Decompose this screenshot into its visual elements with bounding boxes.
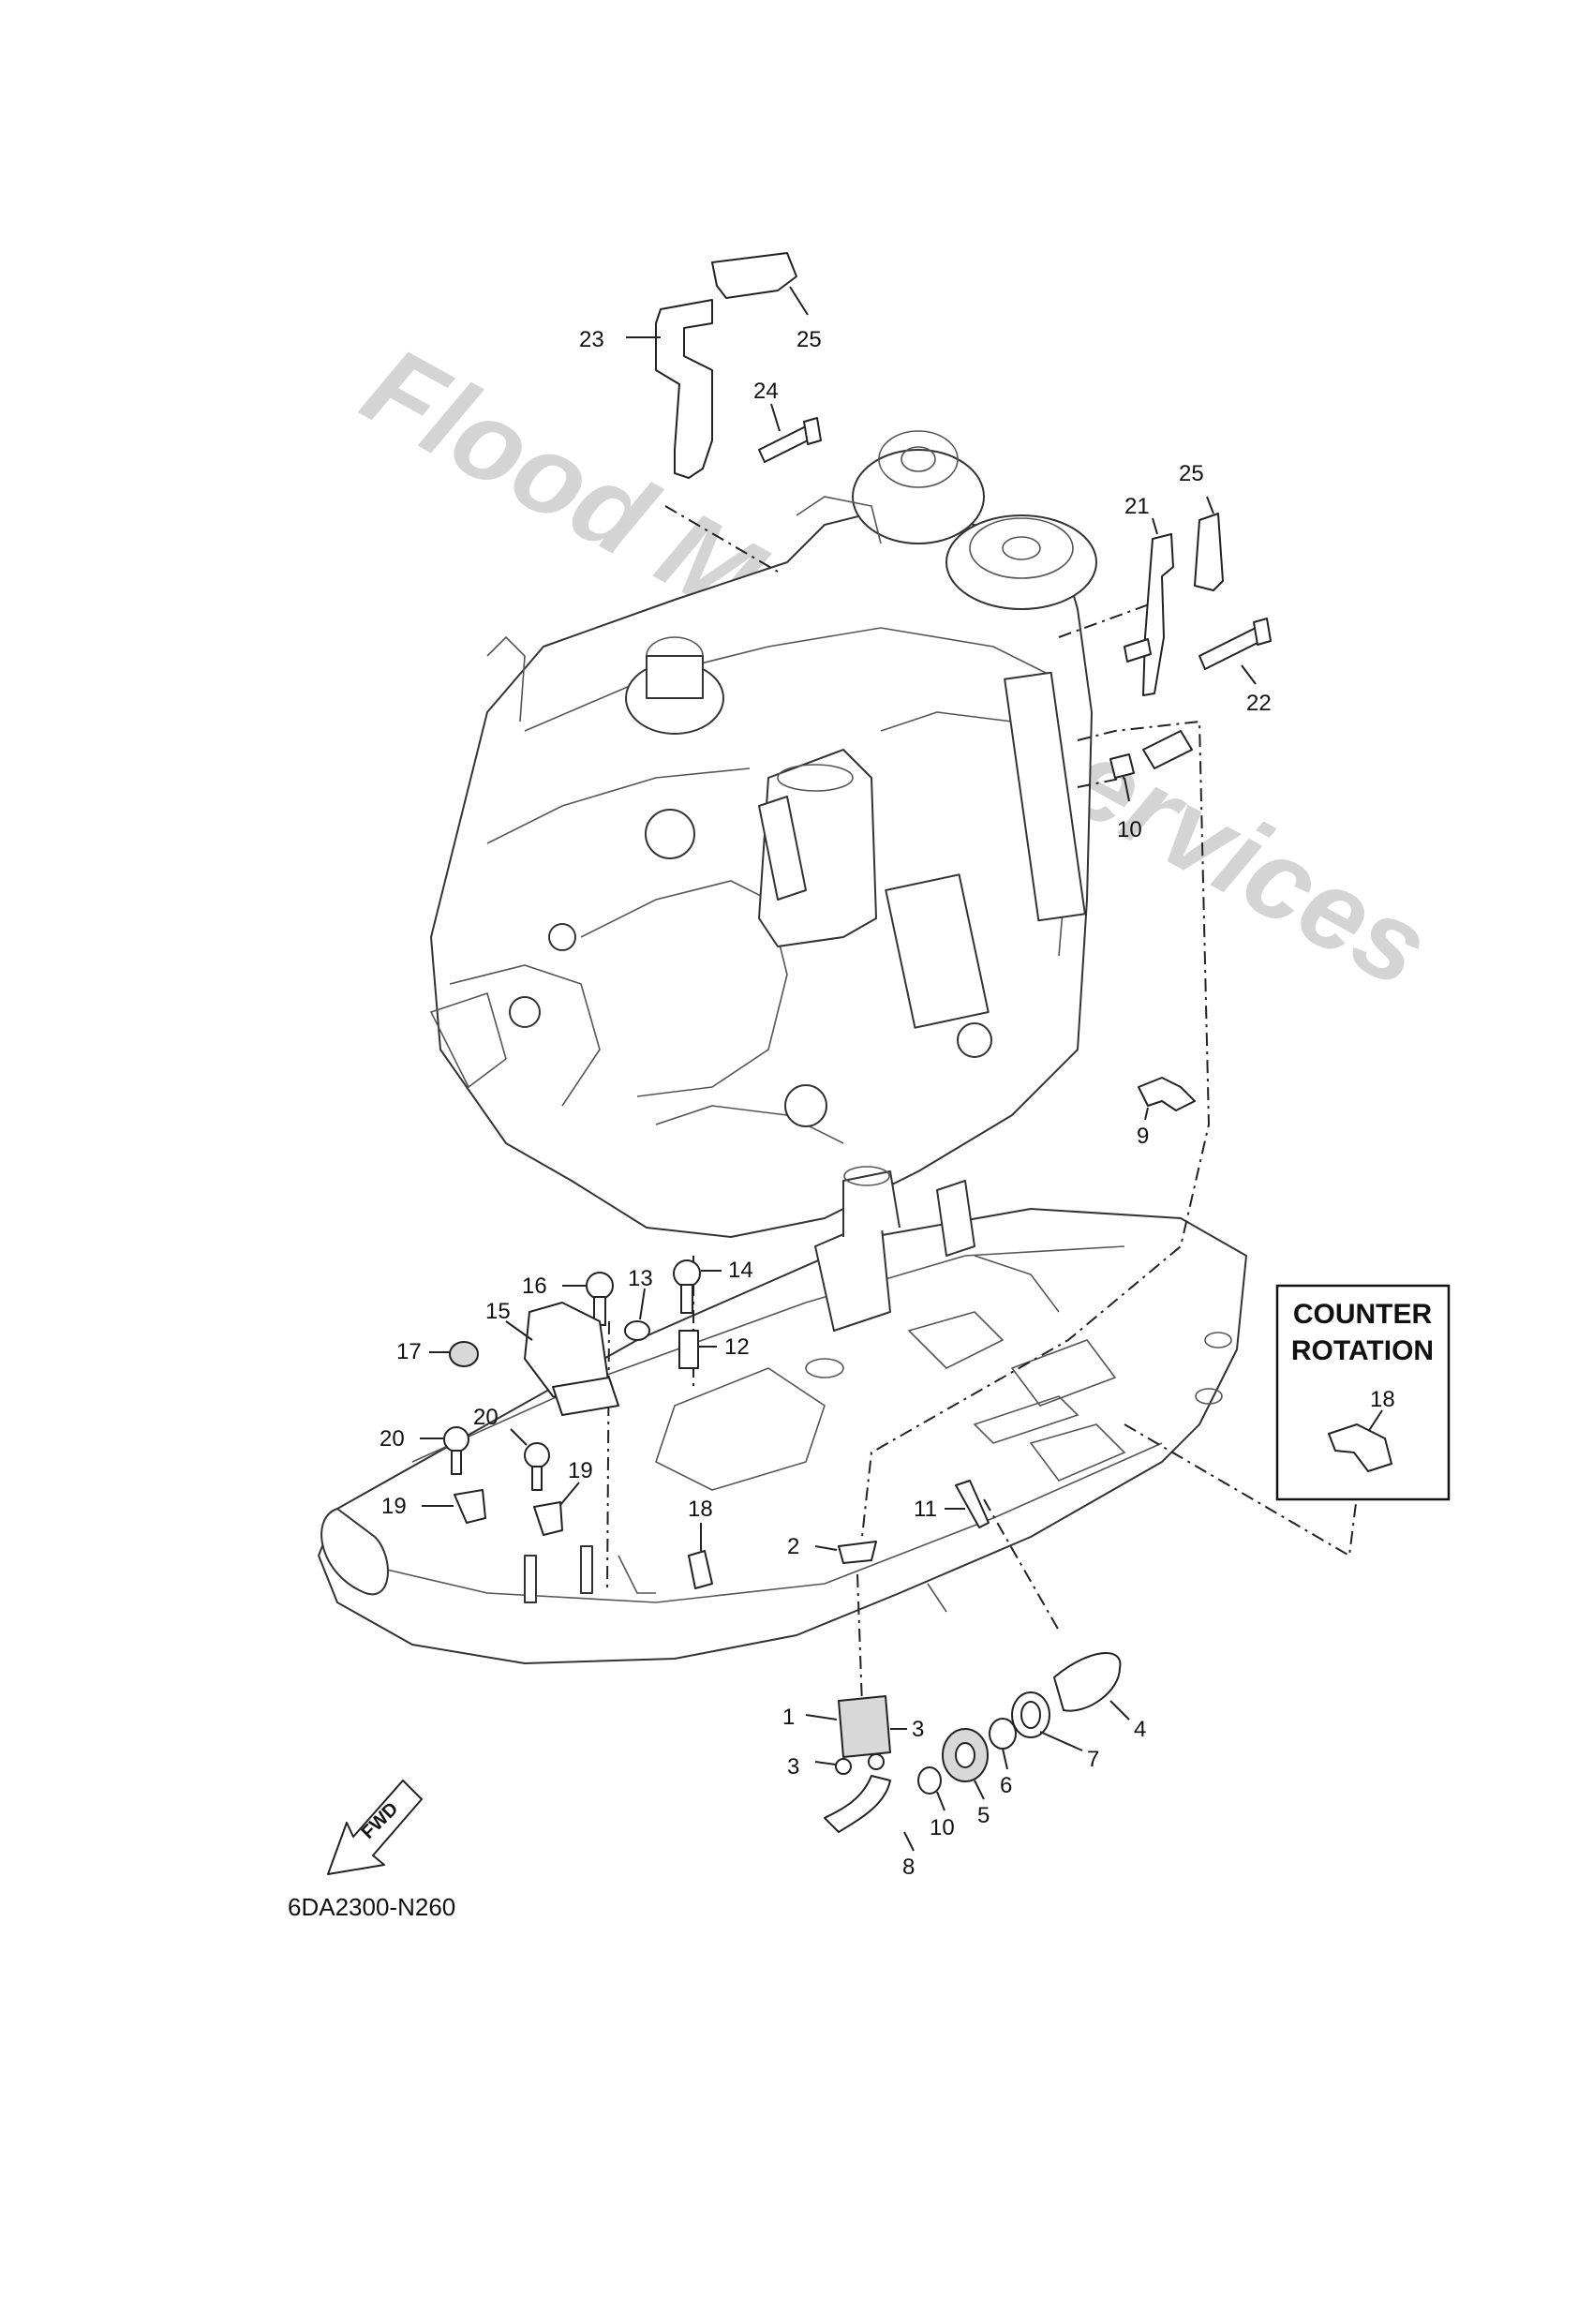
grommet-part-18: [688, 1550, 713, 1589]
callout-15: 15: [485, 1299, 511, 1324]
callout-6: 6: [1000, 1773, 1012, 1798]
grommet-part-13: [624, 1320, 650, 1341]
bracket-part-23: [655, 299, 713, 479]
flywheel: [945, 514, 1097, 610]
screw-part-11: [955, 1480, 990, 1528]
callout-20-right: 20: [473, 1405, 499, 1430]
bolt-part-16: [586, 1272, 614, 1300]
diagram-code: 6DA2300-N260: [288, 1893, 455, 1921]
callout-11: 11: [914, 1497, 937, 1522]
callout-2: 2: [787, 1534, 799, 1559]
callout-22: 22: [1246, 691, 1272, 716]
callout-18: 18: [688, 1497, 713, 1522]
collar-part-12: [678, 1330, 699, 1369]
clip-part-19-left: [454, 1489, 486, 1524]
callout-12: 12: [724, 1334, 750, 1360]
grommet-part-2: [838, 1541, 877, 1564]
bracket-part-21: [1142, 533, 1174, 696]
callout-10-lower: 10: [930, 1815, 955, 1840]
clip-part-10-lower: [917, 1766, 942, 1795]
callout-13: 13: [628, 1266, 653, 1291]
callout-1: 1: [782, 1705, 795, 1730]
cover-part-25-top: [711, 252, 797, 299]
bolt-part-20-left: [443, 1426, 469, 1452]
callout-17: 17: [396, 1339, 422, 1364]
callout-19-right: 19: [568, 1458, 593, 1483]
bolt-part-14: [673, 1259, 701, 1288]
fwd-arrow: FWD: [327, 1780, 423, 1875]
counter-rotation-box: COUNTER ROTATION 18: [1275, 1284, 1451, 1501]
callout-7: 7: [1087, 1747, 1099, 1772]
callout-3-left: 3: [787, 1754, 799, 1780]
clip-part-3-b: [835, 1758, 852, 1775]
counter-rotation-grommet: [1328, 1423, 1392, 1472]
hose-part-8: [824, 1775, 891, 1833]
callout-4: 4: [1134, 1717, 1146, 1742]
counter-rotation-line1: COUNTER: [1293, 1299, 1433, 1330]
clip-part-19-right: [533, 1501, 563, 1536]
pulley-top: [852, 449, 985, 544]
grommet-part-1: [838, 1695, 891, 1758]
callout-14: 14: [728, 1258, 753, 1283]
callout-5: 5: [977, 1803, 990, 1828]
clip-part-10-upper: [1109, 753, 1135, 779]
water-hose: [1142, 730, 1193, 769]
callout-19-left: 19: [381, 1494, 407, 1519]
callout-21: 21: [1124, 494, 1150, 519]
callout-10-upper: 10: [1117, 817, 1142, 842]
callout-9: 9: [1137, 1124, 1149, 1149]
clip-part-3-a: [868, 1753, 885, 1770]
bolt-part-20-right: [524, 1442, 550, 1468]
engine-block: [429, 430, 1097, 1238]
fitting-part-6: [989, 1718, 1017, 1750]
callout-20-left: 20: [380, 1426, 405, 1452]
callout-labels: 25 23 24 25 21 22 10 9 16 13 14 15 12 17…: [380, 286, 1272, 1880]
callout-25-top: 25: [796, 327, 822, 352]
cover-part-25-right: [1194, 513, 1224, 591]
grommet-part-17: [449, 1341, 479, 1367]
cover-part-4: [1053, 1652, 1122, 1712]
callout-24: 24: [753, 379, 779, 404]
callout-8: 8: [902, 1855, 915, 1880]
bolt-part-24: [758, 425, 812, 463]
bottom-cowling: [318, 1166, 1247, 1664]
counter-rotation-callout: 18: [1370, 1387, 1395, 1412]
callout-25-right: 25: [1179, 461, 1204, 486]
callout-3-right: 3: [912, 1717, 924, 1742]
clamp-part-9: [1138, 1077, 1196, 1111]
callout-16: 16: [522, 1274, 547, 1299]
callout-23: 23: [579, 327, 604, 352]
counter-rotation-line2: ROTATION: [1291, 1335, 1434, 1366]
bolt-part-22: [1198, 627, 1262, 670]
